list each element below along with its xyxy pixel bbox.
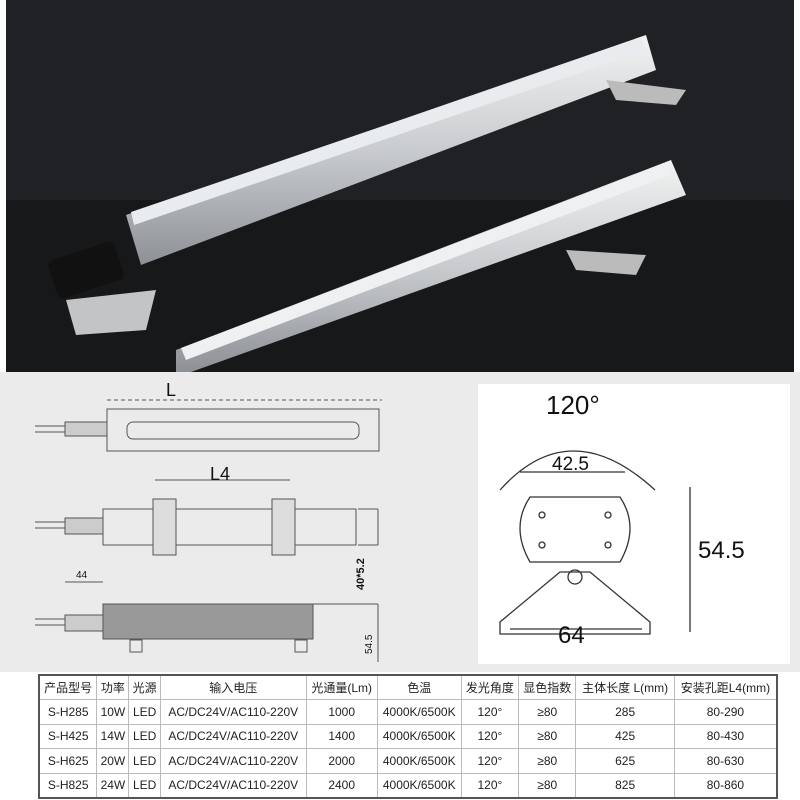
lamp-photo-illustration (6, 0, 794, 372)
table-cell: ≥80 (518, 723, 577, 749)
table-cell: 80-430 (673, 723, 778, 749)
table-cell: 4000K/6500K (376, 748, 462, 774)
table-cell: S-H285 (38, 699, 98, 725)
table-cell: 825 (575, 772, 675, 798)
height-label: 54.5 (698, 537, 745, 564)
table-cell: 120° (460, 699, 520, 725)
table-cell: S-H425 (38, 723, 98, 749)
col-header: 安装孔距L4(mm) (673, 674, 778, 700)
mount-spacing-label: L4 (210, 464, 231, 484)
table-cell: S-H825 (38, 772, 98, 798)
table-cell: 2400 (305, 772, 378, 798)
table-cell: 80-630 (673, 748, 778, 774)
table-cell: 80-290 (673, 699, 778, 725)
table-cell: LED (128, 699, 161, 725)
table-cell: LED (128, 772, 161, 798)
table-cell: 1000 (305, 699, 378, 725)
spec-table: 产品型号 功率 光源 输入电压 光通量(Lm) 色温 发光角度 显色指数 主体长… (38, 674, 778, 799)
col-header: 功率 (96, 674, 130, 700)
col-header: 产品型号 (38, 674, 98, 700)
table-cell: 285 (575, 699, 675, 725)
table-cell: 2000 (305, 748, 378, 774)
table-cell: 80-860 (673, 772, 778, 798)
col-header: 光通量(Lm) (305, 674, 378, 700)
col-header: 显色指数 (518, 674, 577, 700)
side-height-label: 54.5 (364, 634, 375, 654)
table-cell: 120° (460, 772, 520, 798)
section-label: 40*5.2 (355, 558, 367, 590)
table-header-row: 产品型号 功率 光源 输入电压 光通量(Lm) 色温 发光角度 显色指数 主体长… (38, 674, 778, 700)
col-header: 输入电压 (159, 674, 307, 700)
col-header: 光源 (128, 674, 161, 700)
col-header: 发光角度 (460, 674, 520, 700)
table-cell: LED (128, 748, 161, 774)
col-header: 主体长度 L(mm) (575, 674, 675, 700)
table-cell: AC/DC24V/AC110-220V (159, 699, 307, 725)
table-cell: AC/DC24V/AC110-220V (159, 772, 307, 798)
table-cell: ≥80 (518, 772, 577, 798)
technical-drawing (35, 384, 790, 664)
table-cell: 10W (96, 699, 130, 725)
length-label: L (166, 380, 177, 400)
table-cell: AC/DC24V/AC110-220V (159, 748, 307, 774)
table-cell: 1400 (305, 723, 378, 749)
table-cell: S-H625 (38, 748, 98, 774)
beam-angle-label: 120° (546, 390, 600, 420)
table-cell: 4000K/6500K (376, 772, 462, 798)
bottom-width-label: 64 (558, 622, 585, 649)
table-cell: 120° (460, 723, 520, 749)
dimension-drawings: L L4 44 40*5.2 54.5 120° 42.5 54.5 64 (0, 372, 800, 672)
table-cell: 425 (575, 723, 675, 749)
table-cell: 4000K/6500K (376, 699, 462, 725)
table-cell: 4000K/6500K (376, 723, 462, 749)
product-photo (6, 0, 794, 372)
table-cell: 120° (460, 748, 520, 774)
top-width-label: 42.5 (552, 454, 589, 475)
table-cell: 14W (96, 723, 130, 749)
table-cell: LED (128, 723, 161, 749)
table-cell: 625 (575, 748, 675, 774)
table-cell: 20W (96, 748, 130, 774)
table-cell: AC/DC24V/AC110-220V (159, 723, 307, 749)
col-header: 色温 (376, 674, 462, 700)
table-cell: ≥80 (518, 748, 577, 774)
connector-length-label: 44 (76, 570, 88, 581)
table-cell: ≥80 (518, 699, 577, 725)
table-cell: 24W (96, 772, 130, 798)
